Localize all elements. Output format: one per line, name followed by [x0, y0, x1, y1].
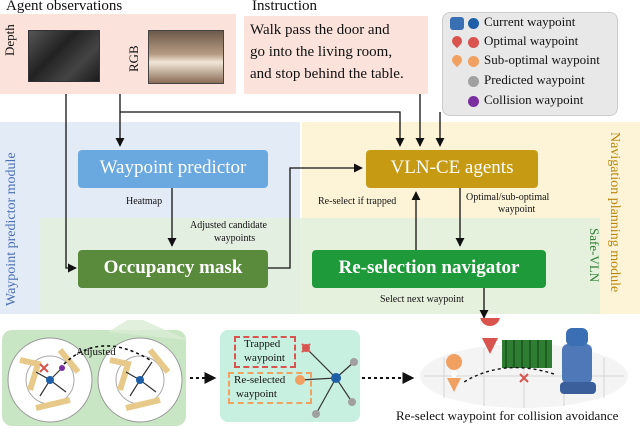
arrow-obs-to-occupancy — [65, 94, 77, 273]
adjusted-candidate-label-1: Adjusted candidate — [190, 220, 267, 231]
reselect-if-trapped-label: Re-select if trapped — [318, 196, 397, 207]
trapped-waypoint-box — [234, 336, 296, 368]
depth-image — [28, 30, 100, 82]
reselected-label-2: waypoint — [236, 388, 277, 400]
bottom-caption: Re-select waypoint for collision avoidan… — [396, 408, 619, 423]
heatmap-label: Heatmap — [126, 196, 163, 207]
instruction-line-1: Walk pass the door and — [250, 22, 390, 38]
trapped-label-2: waypoint — [244, 352, 285, 364]
optimal-suboptimal-label-2: waypoint — [498, 204, 536, 215]
select-next-waypoint-label: Select next waypoint — [380, 294, 464, 305]
legend-optimal-dot — [468, 37, 479, 48]
legend-current-label: Current waypoint — [484, 14, 576, 29]
legend-suboptimal-dot — [468, 56, 479, 67]
rgb-image — [148, 30, 224, 84]
legend-robot-icon — [450, 17, 464, 30]
adjusted-candidate-label-2: waypoints — [214, 233, 256, 244]
arrow-obs-to-vln — [120, 111, 405, 147]
vln-ce-agents-block: VLN-CE agents — [366, 150, 538, 188]
collision-avoidance-scene — [420, 318, 628, 408]
adjusted-label: Adjusted — [76, 346, 116, 358]
optimal-suboptimal-label-1: Optimal/sub-optimal — [466, 192, 550, 203]
reselection-graph-svg — [295, 343, 358, 418]
instruction-line-2: go into the living room, — [250, 44, 393, 60]
waypoint-predictor-block: Waypoint predictor — [78, 150, 268, 188]
trapped-label-1: Trapped — [244, 338, 281, 350]
occupancy-mask-block: Occupancy mask — [78, 250, 268, 288]
legend-suboptimal-label: Sub-optimal waypoint — [484, 52, 600, 67]
legend-optimal-label: Optimal waypoint — [484, 33, 579, 48]
adjusted-maps-svg — [7, 320, 188, 423]
reselection-navigator-block: Re-selection navigator — [312, 250, 546, 288]
arrow-occupancy-to-vln — [268, 163, 363, 269]
agent-observations-title: Agent observations — [6, 0, 123, 14]
instruction-line-3: and stop behind the table. — [250, 66, 404, 82]
legend-collision-dot — [468, 96, 479, 107]
instruction-box — [244, 16, 428, 94]
reselected-label-1: Re-selected — [234, 374, 286, 386]
legend-predicted-dot — [468, 76, 479, 87]
reselected-waypoint-box — [228, 372, 312, 404]
legend-current-dot — [468, 18, 479, 29]
legend-predicted-label: Predicted waypoint — [484, 72, 585, 87]
legend-collision-label: Collision waypoint — [484, 92, 584, 107]
instruction-title: Instruction — [252, 0, 317, 14]
